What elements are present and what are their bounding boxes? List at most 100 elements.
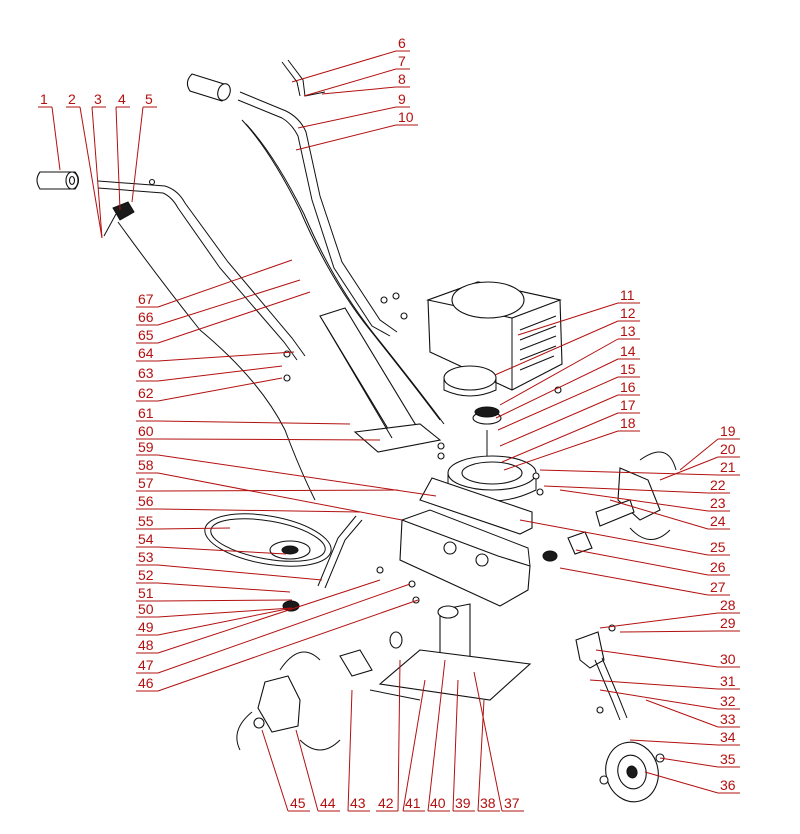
leader-line [501,412,619,463]
callout-9: 9 [297,91,410,129]
part-number-label: 35 [720,751,736,767]
part-number-label: 34 [720,729,736,745]
part-number-label: 15 [620,361,636,377]
part-number-label: 37 [504,795,520,811]
belt-guard-rod [317,515,363,589]
callout-27: 27 [559,567,730,596]
part-number-label: 49 [138,619,154,635]
callout-60: 60 [136,423,381,441]
leader-line [629,739,719,746]
part-number-label: 54 [138,531,154,547]
part-number-label: 62 [138,385,154,401]
callout-39: 39 [452,679,475,812]
part-number-label: 9 [398,91,406,107]
callout-5: 5 [131,91,157,203]
callout-58: 58 [136,457,403,521]
leader-line [291,50,397,83]
leader-line [115,106,121,211]
callout-37: 37 [473,671,524,812]
part-number-label: 7 [398,53,406,69]
part-number-label: 59 [138,439,154,455]
part-number-label: 29 [720,615,736,631]
callout-55: 55 [136,513,231,530]
part-number-label: 51 [138,585,154,601]
callout-57: 57 [136,475,399,492]
callout-48: 48 [136,579,381,654]
callout-22: 22 [543,477,730,494]
leader-line [157,583,411,674]
control-cables [117,119,445,501]
part-number-label: 27 [710,579,726,595]
part-number-label: 4 [118,91,126,107]
leader-line [659,456,719,481]
leader-line [157,599,293,602]
callout-24: 24 [609,499,730,530]
callout-33: 33 [645,699,740,728]
part-number-label: 8 [398,71,406,87]
leader-line [402,679,426,812]
callout-16: 16 [499,379,640,447]
callout-59: 59 [136,439,437,497]
leader-line [595,649,719,668]
wheel-bracket [575,631,628,721]
callout-41: 41 [402,679,426,812]
part-number-label: 26 [710,559,726,575]
callout-15: 15 [497,361,640,431]
callout-13: 13 [499,323,640,406]
leader-line [79,106,103,239]
leader-line [131,106,144,203]
leader-line [519,519,709,556]
main-frame [399,477,533,607]
part-number-label: 18 [620,415,636,431]
part-number-label: 13 [620,323,636,339]
leader-line [499,338,619,406]
part-number-label: 38 [480,795,496,811]
part-number-label: 5 [145,91,153,107]
part-number-label: 65 [138,327,154,343]
right-handlebar [237,91,398,337]
callout-35: 35 [659,751,740,768]
leader-line [157,351,295,362]
callout-50: 50 [136,601,293,618]
leader-line [157,599,419,692]
leader-line [157,365,283,382]
callout-8: 8 [321,71,410,95]
leader-line [619,630,719,633]
part-number-label: 1 [40,91,48,107]
leader-line [157,259,293,308]
callout-66: 66 [136,279,301,326]
leader-line [543,485,709,494]
right-hub-sleeve [542,531,593,562]
part-number-label: 10 [398,109,414,125]
engine [426,281,563,397]
leader-line [503,430,619,471]
part-number-label: 61 [138,405,154,421]
part-number-label: 32 [720,693,736,709]
left-handle-grip [36,171,80,190]
callout-31: 31 [589,673,740,690]
callout-44: 44 [295,729,340,812]
leader-line [599,689,719,710]
leader-line [473,671,503,812]
leader-line [157,472,403,521]
part-number-label: 47 [138,657,154,673]
callout-46: 46 [136,599,419,692]
callout-43: 43 [347,689,370,812]
part-number-label: 31 [720,673,736,689]
leader-line [157,508,361,513]
leader-line [295,124,397,151]
leader-line [559,567,709,596]
part-number-label: 64 [138,345,154,361]
part-number-label: 12 [620,305,636,321]
callout-30: 30 [595,649,740,668]
callout-23: 23 [559,489,730,512]
callout-42: 42 [376,659,401,812]
part-number-label: 2 [68,91,76,107]
part-number-label: 23 [710,495,726,511]
callout-26: 26 [575,549,730,576]
callout-64: 64 [136,345,295,362]
part-number-label: 11 [620,287,635,303]
callout-63: 63 [136,365,283,382]
part-number-label: 46 [138,675,154,691]
callout-2: 2 [66,91,103,239]
